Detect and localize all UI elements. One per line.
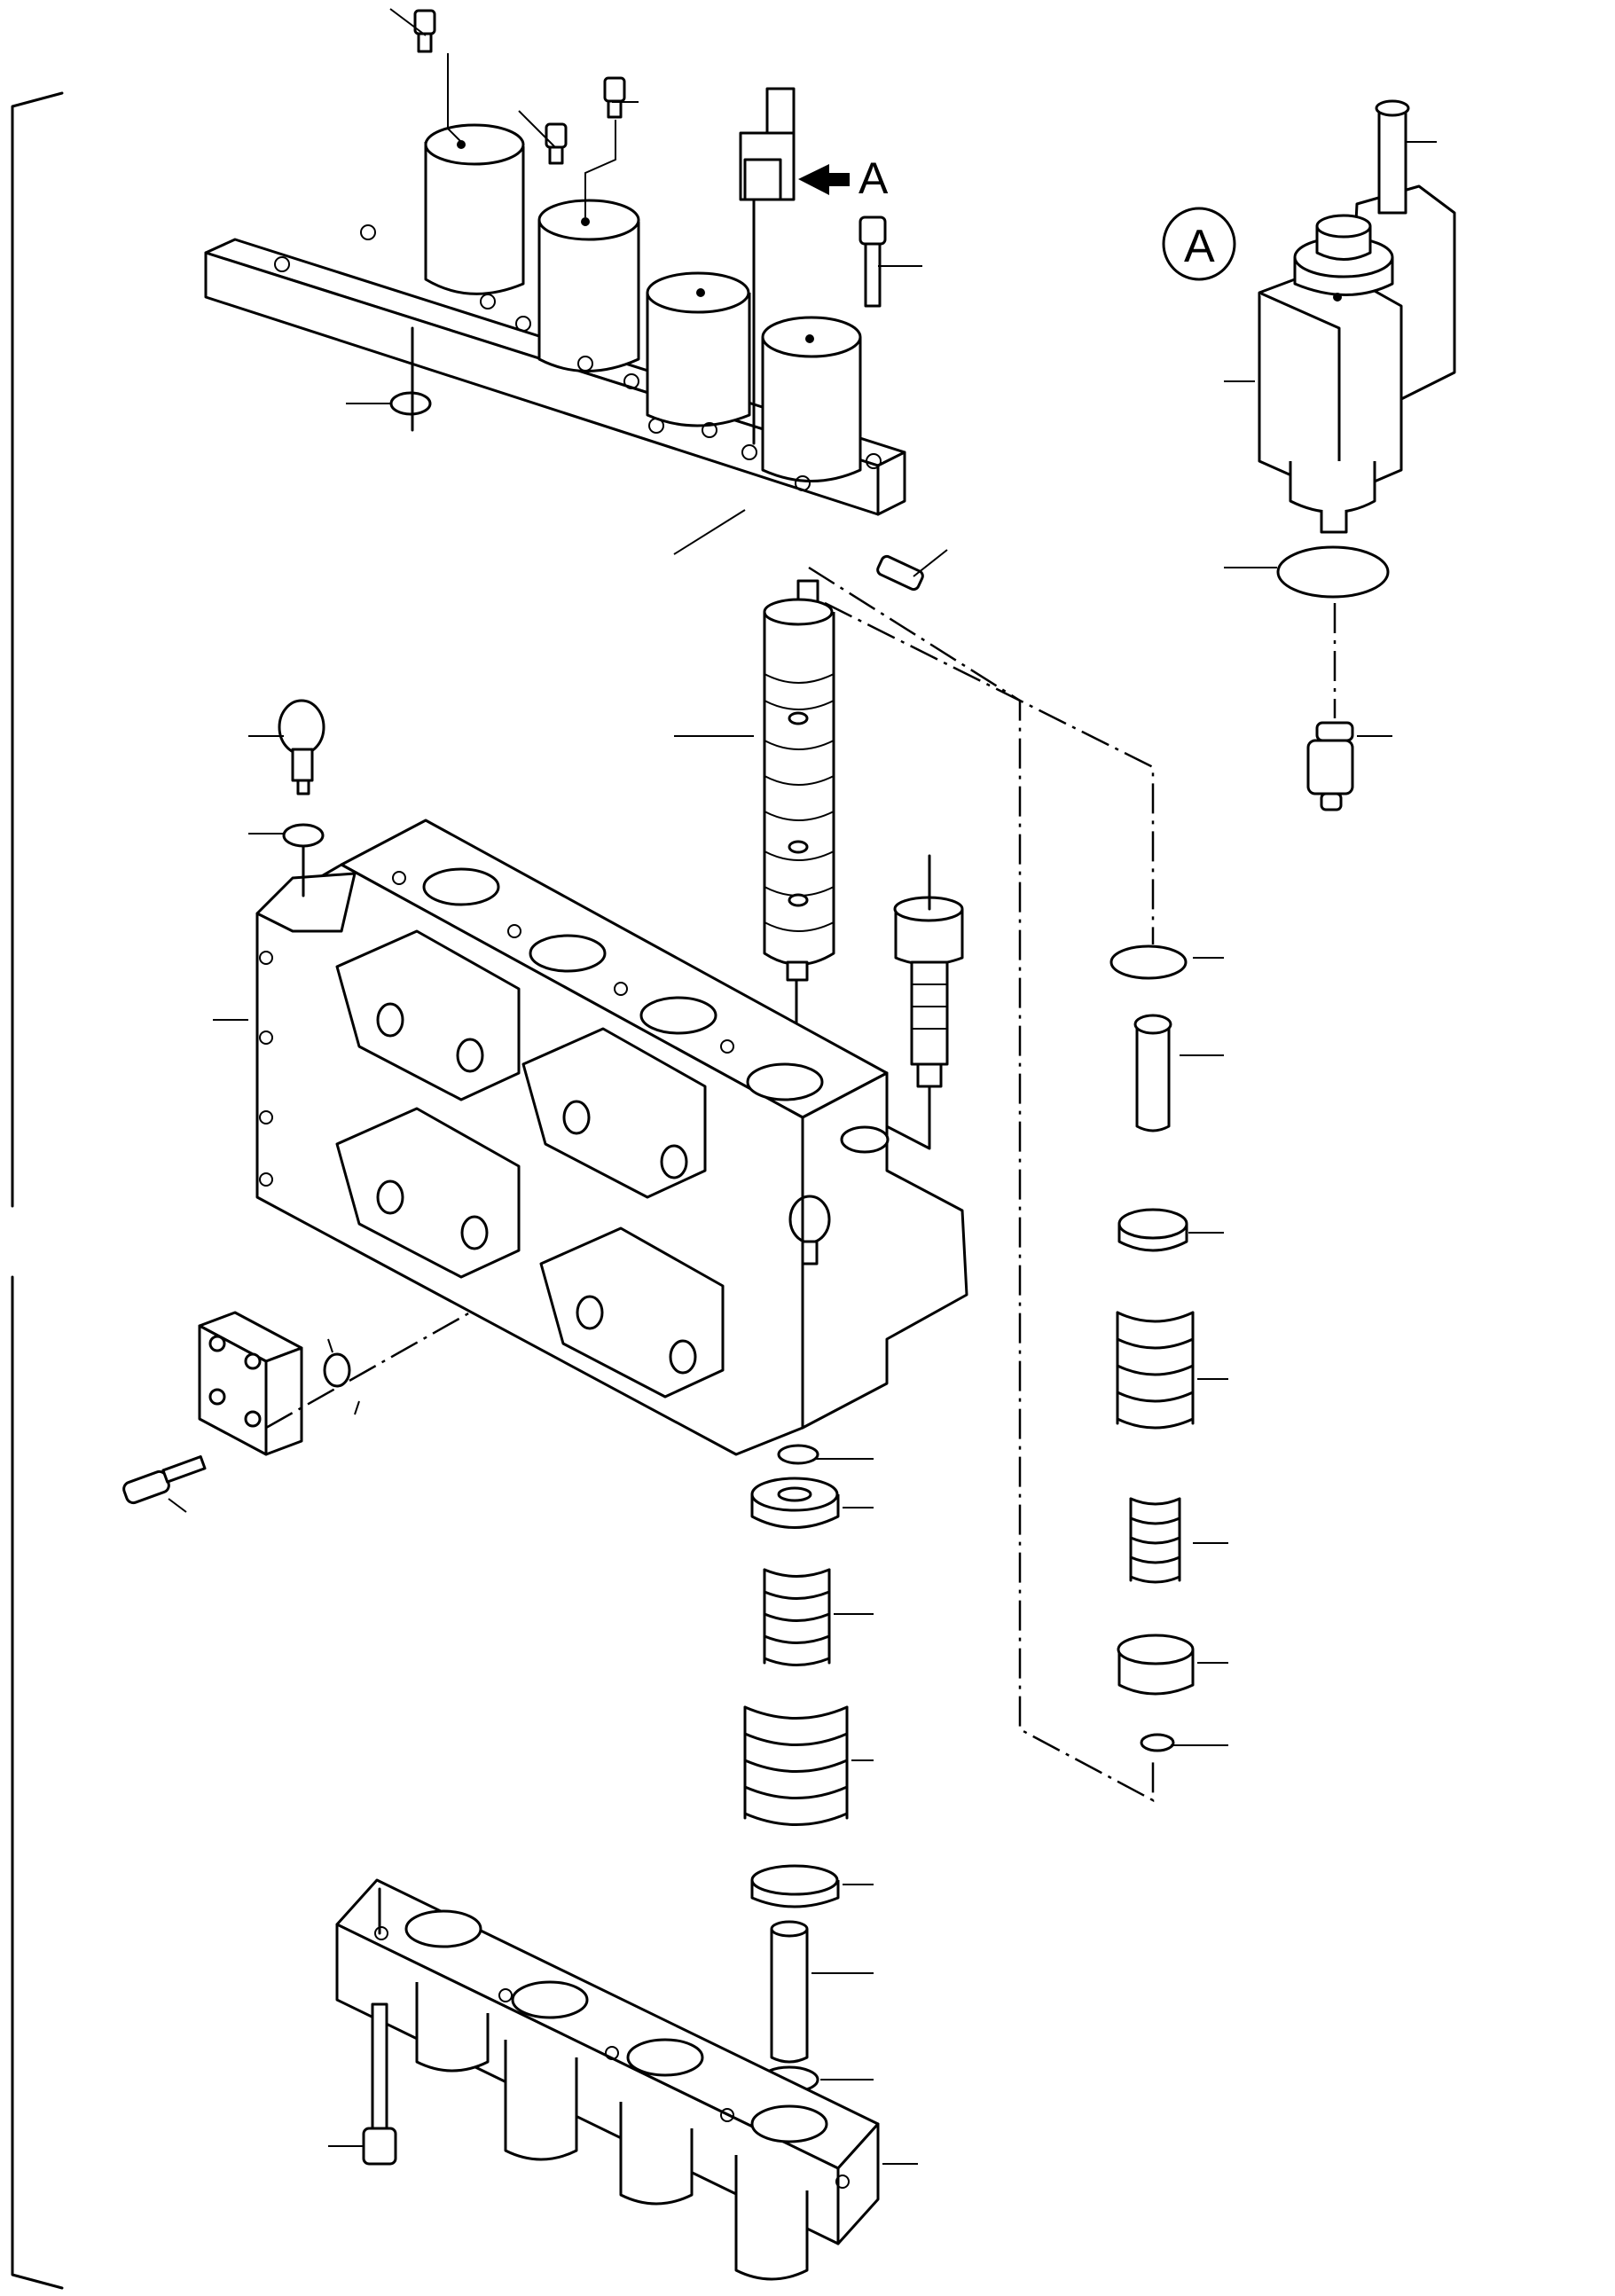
solenoid-cylinder-1 (424, 123, 525, 295)
right-inner-spring (1129, 1497, 1181, 1584)
detail-a-oring (1276, 545, 1390, 599)
right-snap-ring (1140, 1733, 1175, 1752)
lower-spring-seat-1 (750, 1477, 840, 1529)
top-left-eyebolt (278, 699, 325, 897)
side-cover-plate (198, 1311, 351, 1456)
bottom-cup-2 (504, 2040, 578, 2161)
right-spring-seat-1 (1117, 1208, 1188, 1252)
lower-plunger (770, 1920, 809, 2064)
lower-inner-spring (763, 1568, 831, 1666)
view-arrow-label: A (858, 153, 889, 203)
relief-valve-cartridge (893, 896, 964, 1088)
side-cover-bolt (122, 1455, 207, 1505)
detail-a-check-valve (1306, 721, 1354, 811)
arrow-a-pointer (798, 164, 850, 195)
top-plate-bolt-holes (274, 224, 882, 491)
main-valve-body (255, 819, 968, 1456)
lower-outer-spring (743, 1705, 849, 1826)
body-eyebolt (788, 1195, 831, 1266)
bottom-plate-bolt (362, 2002, 397, 2166)
right-spring-seat-2 (1117, 1634, 1195, 1696)
solenoid-cylinder-2 (537, 199, 640, 372)
right-outer-spring (1116, 1311, 1195, 1430)
detail-a-valve (1258, 99, 1456, 534)
lower-spring-seat-2 (750, 1864, 840, 1908)
left-bracket (11, 91, 64, 2290)
right-stack-centerline-outer (808, 566, 1155, 1803)
bottom-cup-3 (619, 2102, 694, 2206)
detail-a-label: A (1184, 221, 1215, 272)
lower-snap-ring (777, 1444, 819, 1465)
side-bolt (876, 554, 924, 592)
right-stack-centerline-inner (824, 601, 1155, 944)
top-oring (389, 391, 432, 416)
right-oring (1109, 944, 1188, 980)
bottom-cup-4 (734, 2155, 809, 2281)
right-plunger (1133, 1014, 1172, 1132)
solenoid-cylinder-3 (646, 271, 751, 427)
side-cover-centerline (265, 1311, 471, 1430)
pressure-switch (739, 87, 796, 445)
spool-valve (763, 579, 835, 982)
leader-lines (168, 8, 1437, 2165)
bottom-cup-1 (415, 1982, 490, 2073)
solenoid-cylinder-4 (761, 316, 862, 482)
detail-a-circle (1162, 207, 1236, 281)
